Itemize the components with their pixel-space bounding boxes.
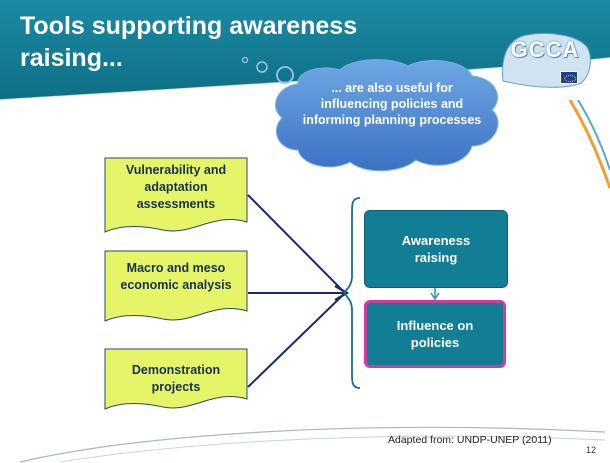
bracket	[342, 197, 361, 389]
thought-bubble	[241, 56, 499, 172]
document-shape	[104, 157, 248, 233]
gcca-logo: GCCA	[497, 31, 593, 91]
page-title: Tools supporting awareness raising...	[20, 12, 358, 72]
footer-decoration	[19, 426, 606, 463]
eu-flag-icon	[560, 71, 578, 84]
document-shape	[104, 250, 248, 322]
bubble-text: ... are also useful for influencing poli…	[302, 81, 482, 127]
page-number: 12	[586, 445, 597, 455]
tool-economic-analysis: Macro and meso economic analysis	[120, 261, 232, 292]
arrowhead	[334, 285, 350, 301]
tool-demonstration: Demonstration projects	[131, 363, 221, 394]
accent-decoration	[568, 100, 610, 189]
tool-vulnerability: Vulnerability and adaptation assessments	[125, 163, 227, 211]
arrow-connector	[247, 292, 346, 388]
document-shape	[104, 348, 248, 410]
logo-text: GCCA	[510, 37, 580, 62]
tool-documents	[104, 157, 248, 410]
down-arrow	[430, 287, 440, 301]
arrow-connector	[247, 194, 346, 294]
influence-on-policies-box: Influence on policies	[364, 300, 506, 368]
source-citation: Adapted from: UNDP-UNEP (2011)	[388, 434, 552, 446]
awareness-raising-box: Awareness raising	[364, 210, 508, 288]
awareness-raising-label: Awareness raising	[401, 233, 471, 265]
influence-on-policies-label: Influence on policies	[396, 318, 474, 350]
